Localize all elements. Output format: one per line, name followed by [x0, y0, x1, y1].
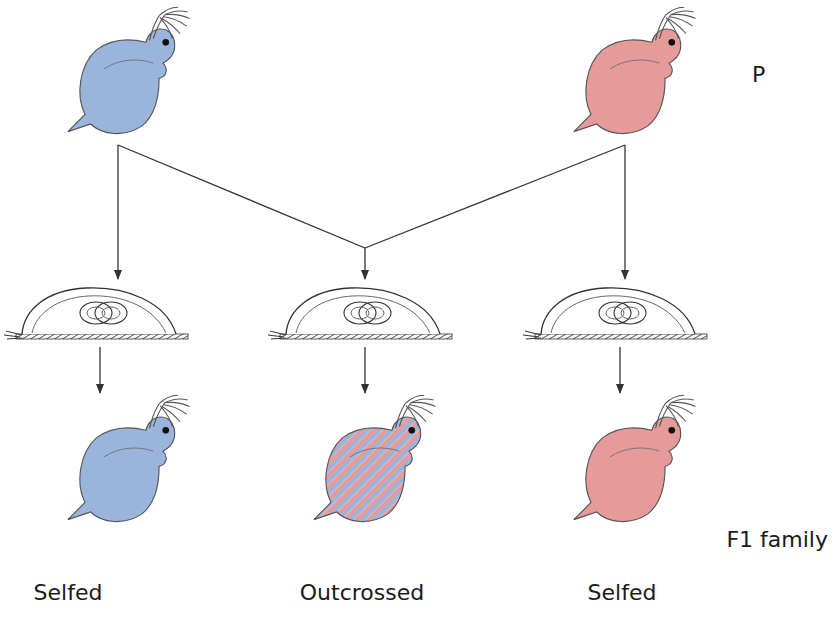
- generation-label: P: [752, 62, 765, 88]
- family-label: Outcrossed: [300, 580, 424, 606]
- cross-line: [365, 145, 625, 248]
- hatch-arrow: [619, 347, 620, 393]
- cross-lines: [100, 145, 625, 393]
- outcross-arrow: [364, 248, 365, 279]
- ephippium: [268, 288, 452, 339]
- ephippium: [4, 288, 188, 339]
- daphnia-parent: [68, 7, 190, 133]
- daphnia-parent: [574, 7, 696, 133]
- daphnia-offspring: [314, 395, 436, 521]
- selfing-arrow: [624, 145, 625, 279]
- family-label: Selfed: [34, 580, 103, 606]
- selfing-arrow: [117, 145, 118, 279]
- cross-line: [118, 145, 365, 248]
- family-label: Selfed: [588, 580, 657, 606]
- daphnia-offspring: [574, 395, 696, 521]
- generation-label: F1 family: [726, 527, 828, 553]
- daphnia-offspring: [68, 395, 190, 521]
- ephippium: [523, 288, 707, 339]
- hatch-arrow: [99, 347, 100, 393]
- hatch-arrow: [364, 347, 365, 393]
